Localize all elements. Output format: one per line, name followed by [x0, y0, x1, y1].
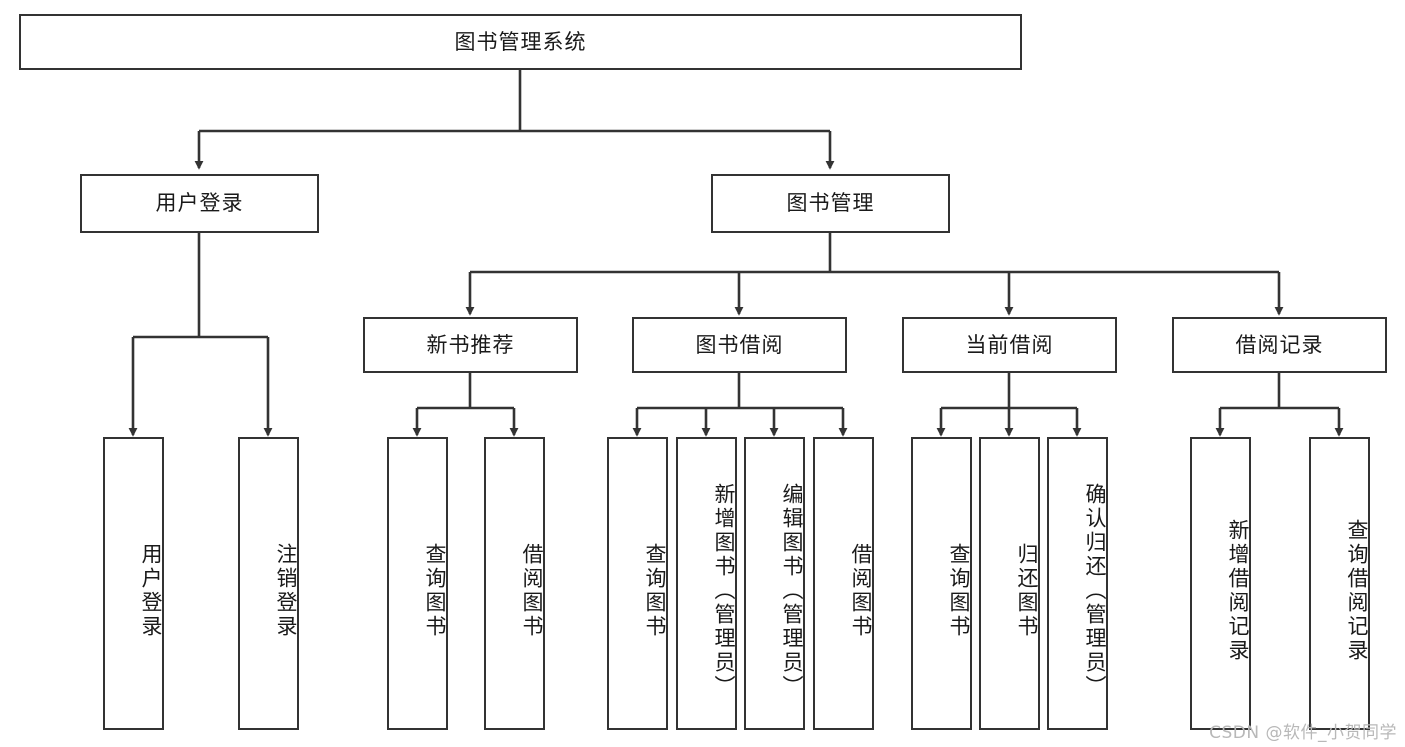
node-leaf-borrow-book-2-label: 借阅图书 [849, 542, 873, 639]
node-leaf-query-book-2-label: 查询图书 [643, 542, 667, 639]
node-user-login[interactable]: 用户登录 [80, 174, 319, 233]
node-current-borrow[interactable]: 当前借阅 [902, 317, 1117, 373]
node-book-manage[interactable]: 图书管理 [711, 174, 950, 233]
node-leaf-query-record-label: 查询借阅记录 [1345, 518, 1369, 663]
node-current-borrow-label: 当前借阅 [965, 332, 1054, 357]
node-leaf-query-book-3-label: 查询图书 [947, 542, 971, 639]
node-leaf-query-record[interactable]: 查询借阅记录 [1309, 437, 1370, 730]
node-user-login-label: 用户登录 [155, 191, 244, 216]
node-leaf-query-book-1[interactable]: 查询图书 [387, 437, 448, 730]
node-leaf-borrow-book-1[interactable]: 借阅图书 [484, 437, 545, 730]
node-leaf-query-book-1-label: 查询图书 [423, 542, 447, 639]
node-leaf-add-record[interactable]: 新增借阅记录 [1190, 437, 1251, 730]
node-new-book-recommend-label: 新书推荐 [426, 332, 515, 357]
node-leaf-query-book-2[interactable]: 查询图书 [607, 437, 668, 730]
csdn-watermark: CSDN @软件_小贺同学 [1209, 723, 1397, 743]
node-new-book-recommend[interactable]: 新书推荐 [363, 317, 578, 373]
node-leaf-return-book[interactable]: 归还图书 [979, 437, 1040, 730]
node-leaf-logout-login-label: 注销登录 [274, 542, 298, 639]
node-leaf-add-book[interactable]: 新增图书（管理员） [676, 437, 737, 730]
node-leaf-confirm-return[interactable]: 确认归还（管理员） [1047, 437, 1108, 730]
node-leaf-return-book-label: 归还图书 [1015, 542, 1039, 639]
node-leaf-edit-book-label: 编辑图书（管理员） [780, 482, 804, 699]
node-leaf-add-record-label: 新增借阅记录 [1226, 518, 1250, 663]
node-leaf-edit-book[interactable]: 编辑图书（管理员） [744, 437, 805, 730]
node-leaf-user-login[interactable]: 用户登录 [103, 437, 164, 730]
node-root-label: 图书管理系统 [454, 29, 587, 54]
node-book-manage-label: 图书管理 [786, 191, 875, 216]
node-leaf-confirm-return-label: 确认归还（管理员） [1083, 482, 1107, 699]
node-root[interactable]: 图书管理系统 [19, 14, 1022, 70]
node-book-borrow-label: 图书借阅 [695, 332, 784, 357]
node-borrow-record[interactable]: 借阅记录 [1172, 317, 1387, 373]
node-leaf-add-book-label: 新增图书（管理员） [712, 482, 736, 699]
node-leaf-query-book-3[interactable]: 查询图书 [911, 437, 972, 730]
node-leaf-borrow-book-2[interactable]: 借阅图书 [813, 437, 874, 730]
node-leaf-user-login-label: 用户登录 [139, 542, 163, 639]
node-leaf-borrow-book-1-label: 借阅图书 [520, 542, 544, 639]
node-borrow-record-label: 借阅记录 [1235, 332, 1324, 357]
node-book-borrow[interactable]: 图书借阅 [632, 317, 847, 373]
node-leaf-logout-login[interactable]: 注销登录 [238, 437, 299, 730]
